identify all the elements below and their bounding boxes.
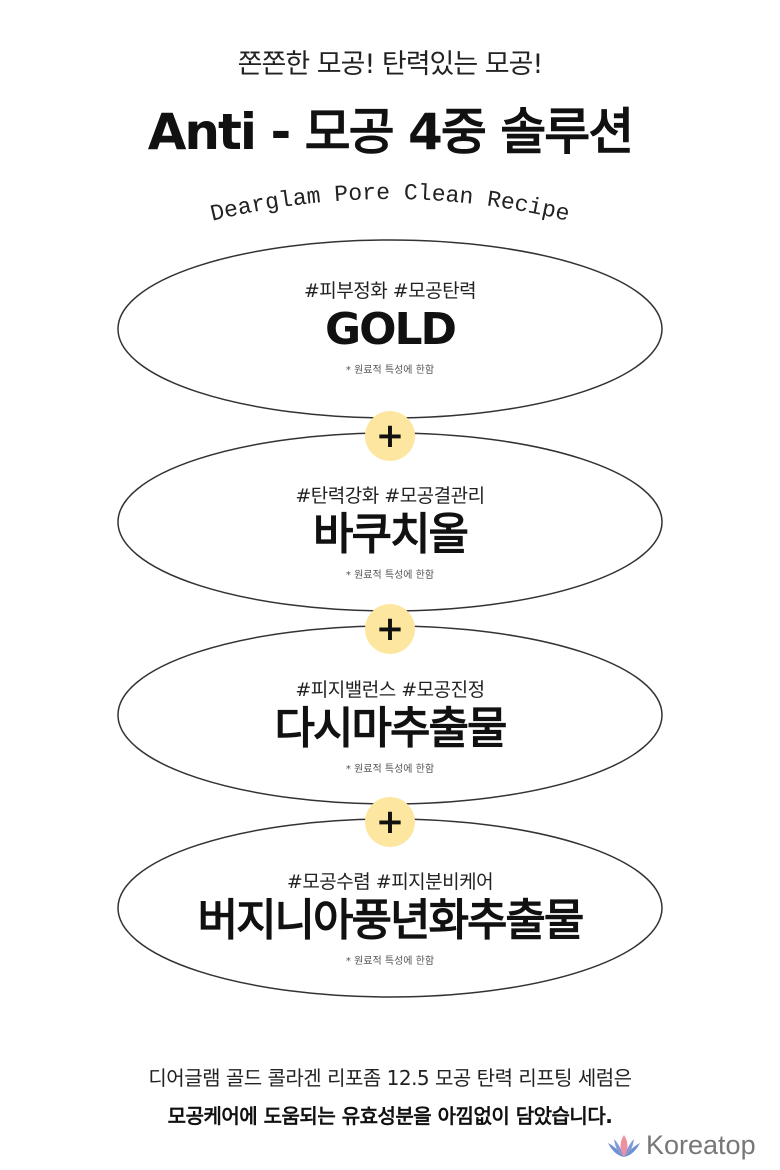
plus-symbol: +	[375, 802, 405, 842]
subtitle: 쫀쫀한 모공! 탄력있는 모공!	[237, 49, 544, 80]
curved-caption: Dearglam Pore Clean Recipe	[208, 180, 572, 228]
ingredient-tags: #피부정화 #모공탄력	[303, 280, 477, 302]
lotus-icon	[608, 1134, 640, 1157]
ingredient-tags: #모공수렴 #피지분비케어	[286, 871, 494, 893]
ingredient-tags: #피지밸런스 #모공진정	[295, 679, 485, 701]
watermark-logo: Koreatop	[606, 1130, 756, 1161]
footer-line-2: 모공케어에 도움되는 유효성분을 아낌없이 담았습니다.	[167, 1104, 613, 1128]
ingredient-note: * 원료적 특성에 한함	[345, 956, 435, 967]
ingredient-tags: #탄력강화 #모공결관리	[295, 485, 485, 507]
ingredient-note: * 원료적 특성에 한함	[345, 365, 435, 376]
ingredient-note: * 원료적 특성에 한함	[345, 570, 435, 581]
plus-symbol: +	[375, 416, 405, 456]
watermark-text: Koreatop	[646, 1130, 756, 1160]
ingredient-card: #탄력강화 #모공결관리 바쿠치올 * 원료적 특성에 한함	[118, 481, 662, 581]
plus-icon	[365, 797, 415, 847]
footer-line-1: 디어글램 골드 콜라겐 리포좀 12.5 모공 탄력 리프팅 세럼은	[148, 1066, 632, 1090]
ingredient-name: 바쿠치올	[313, 509, 469, 560]
page-title: Anti - 모공 4중 솔루션	[147, 103, 635, 161]
plus-icon	[365, 411, 415, 461]
ingredient-name: GOLD	[324, 304, 457, 355]
ingredient-card: #모공수렴 #피지분비케어 버지니아풍년화추출물 * 원료적 특성에 한함	[118, 867, 662, 967]
ingredient-note: * 원료적 특성에 한함	[345, 764, 435, 775]
ingredient-name: 버지니아풍년화추출물	[197, 895, 585, 946]
plus-symbol: +	[375, 609, 405, 649]
ingredient-name: 다시마추출물	[274, 703, 508, 754]
ellipse-diagram: Dearglam Pore Clean Recipe	[117, 180, 663, 998]
plus-icon	[365, 604, 415, 654]
ingredient-card: #피지밸런스 #모공진정 다시마추출물 * 원료적 특성에 한함	[118, 675, 662, 775]
ingredient-card: #피부정화 #모공탄력 GOLD * 원료적 특성에 한함	[118, 276, 662, 376]
